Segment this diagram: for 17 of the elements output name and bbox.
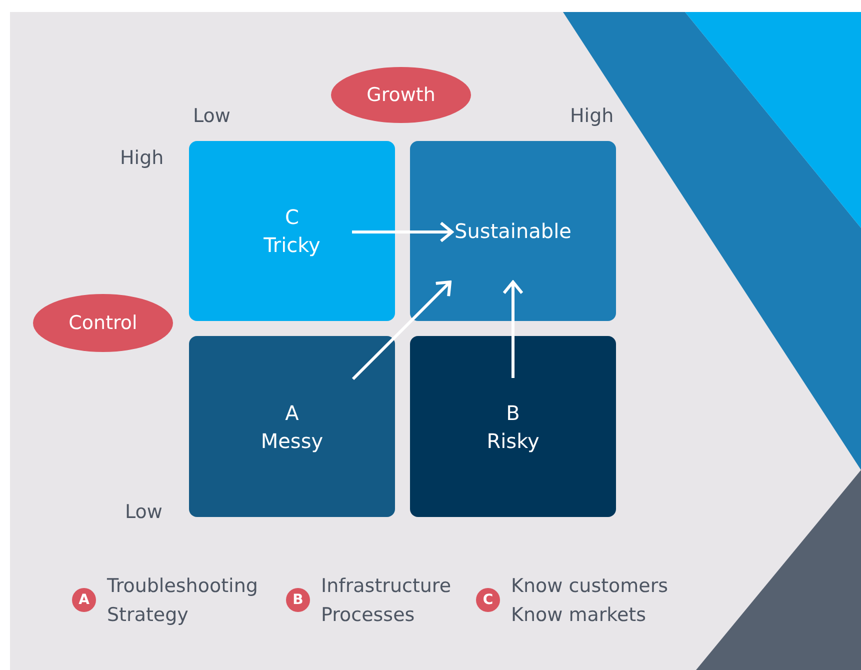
legend-text: Processes [321,603,416,628]
quadrant-box: B Risky [410,336,616,517]
arrow [352,280,452,380]
axis-label: High [570,104,614,129]
axis-label: Low [125,500,162,525]
arrow [502,280,524,378]
legend-text: Troubleshooting [107,574,258,599]
legend-text: Strategy [107,603,190,628]
axis-label: High [120,146,164,171]
quadrant-box: A Messy [189,336,395,517]
legend-text: Know markets [511,603,648,628]
legend-text: Know customers [511,574,668,599]
quadrant-box: C Tricky [189,141,395,321]
quadrant-box: Sustainable [410,141,616,321]
arrow [352,222,454,242]
axis-label: Low [193,104,230,129]
legend-text: Infrastructure [321,574,452,599]
